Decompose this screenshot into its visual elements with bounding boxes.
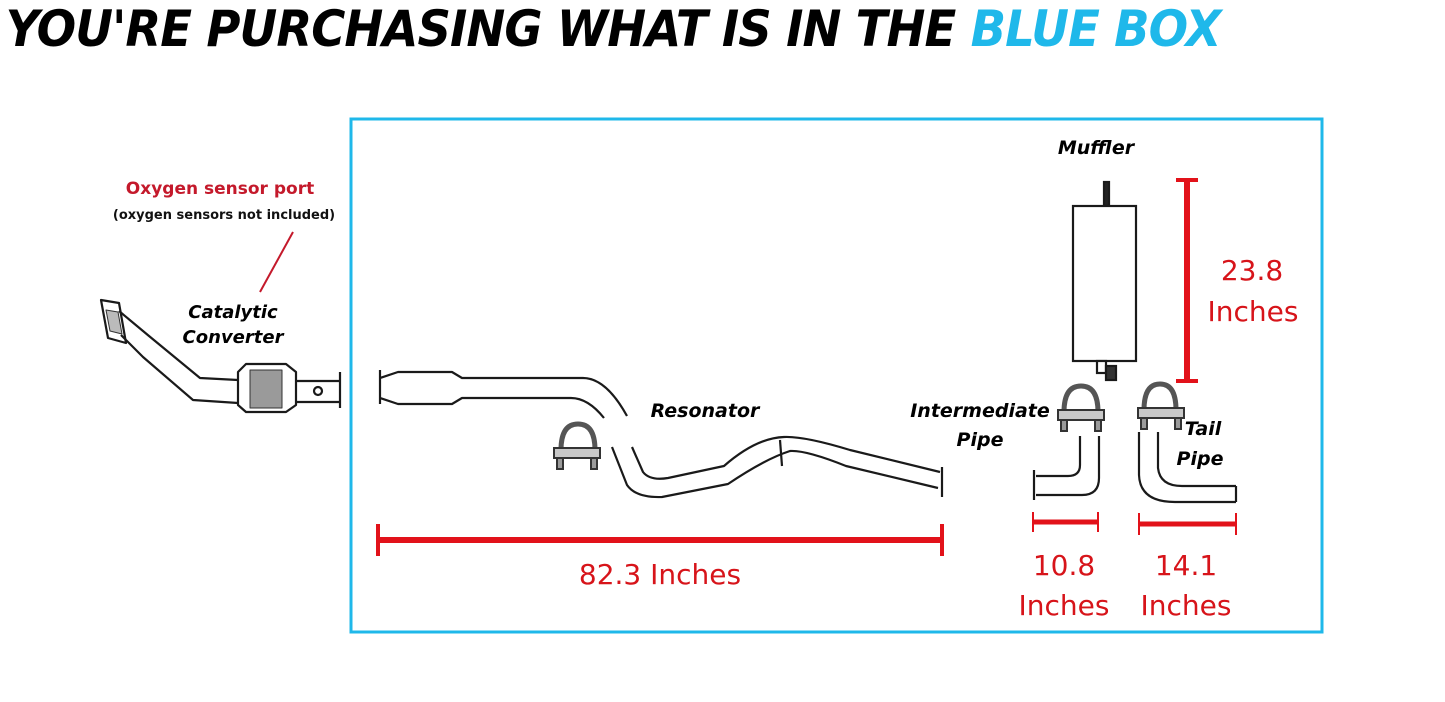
dim-muffler-value: 23.8	[1221, 254, 1283, 287]
catalytic-label-line1: Catalytic	[188, 302, 278, 323]
catalytic-label-line2: Converter	[183, 327, 285, 348]
intermediate-label-line1: Intermediate	[910, 400, 1050, 422]
resonator-label: Resonator	[651, 400, 761, 422]
clamp-resonator-drawing	[553, 421, 601, 470]
dim-intermediate-value: 10.8	[1033, 549, 1095, 582]
clamp-tail-drawing	[1137, 381, 1185, 430]
muffler-drawing	[1071, 180, 1138, 382]
dim-muffler-unit: Inches	[1208, 295, 1299, 328]
blue-box	[349, 117, 1324, 634]
muffler-label: Muffler	[1058, 137, 1136, 159]
tail-pipe-drawing	[1137, 432, 1238, 504]
oxygen-port-label: Oxygen sensor port	[126, 179, 314, 199]
intermediate-label-line2: Pipe	[957, 429, 1004, 451]
clamp-intermediate-drawing	[1057, 383, 1105, 432]
dim-resonator-text: 82.3 Inches	[579, 558, 741, 591]
catalytic-converter-drawing	[99, 298, 342, 414]
dim-intermediate-unit: Inches	[1019, 589, 1110, 622]
oxygen-note-label: (oxygen sensors not included)	[113, 208, 335, 223]
intermediate-pipe-drawing	[1032, 436, 1101, 500]
heading-highlight: BLUE BOX	[970, 0, 1222, 58]
tail-label-line1: Tail	[1185, 418, 1222, 440]
dim-tail-value: 14.1	[1155, 549, 1217, 582]
dim-tail-unit: Inches	[1141, 589, 1232, 622]
page-heading: YOU'RE PURCHASING WHAT IS IN THE BLUE BO…	[0, 0, 1349, 58]
dimension-lines	[376, 178, 1237, 556]
oxygen-port-pointer	[259, 231, 294, 293]
heading-prefix: YOU'RE PURCHASING WHAT IS IN THE	[5, 0, 957, 58]
tail-label-line2: Pipe	[1177, 448, 1224, 470]
resonator-drawing	[378, 370, 944, 499]
